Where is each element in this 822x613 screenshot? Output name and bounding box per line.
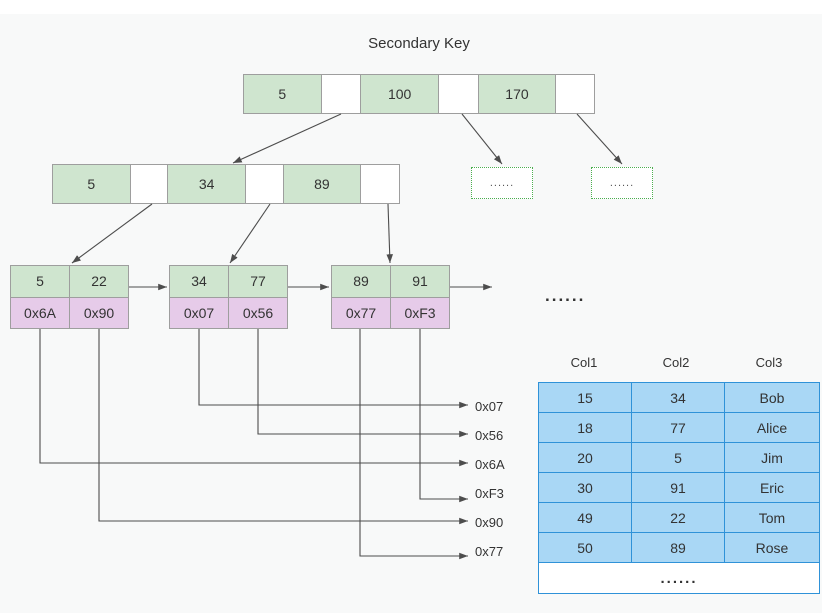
root-cell-pointer-1	[438, 75, 479, 113]
leaf-chain-ellipsis: ......	[545, 286, 586, 305]
address-label-0x07: 0x07	[475, 399, 504, 414]
table-cell-r4-c0: 49	[538, 502, 632, 533]
leaf-2-pointer-0: 0x77	[332, 297, 391, 328]
leaf-2-pointer-1: 0xF3	[391, 297, 449, 328]
table-row: 50 89 Rose	[538, 532, 820, 563]
table-cell-r0-c2: Bob	[724, 382, 820, 413]
table-header-col2: Col2	[662, 355, 690, 370]
leaf-1-pointer-row: 0x07 0x56	[170, 296, 287, 328]
table-more-cell: ......	[538, 562, 820, 594]
table-cell-r3-c1: 91	[631, 472, 725, 503]
internal-cell-pointer-0	[130, 165, 169, 203]
table-cell-r2-c2: Jim	[724, 442, 820, 473]
leaf-0-pointer-0: 0x6A	[11, 297, 70, 328]
table-row: 30 91 Eric	[538, 472, 820, 503]
table-cell-r4-c1: 22	[631, 502, 725, 533]
leaf-1-key-1: 77	[229, 266, 287, 297]
internal-cell-key-1: 34	[168, 165, 246, 203]
btree-root-node: 5 100 170	[243, 74, 595, 114]
btree-leaf-node-1: 34 77 0x07 0x56	[169, 265, 288, 329]
address-label-0xF3: 0xF3	[475, 486, 504, 501]
leaf-0-key-0: 5	[11, 266, 70, 297]
placeholder-subtree-1: ......	[591, 167, 653, 199]
table-cell-r3-c2: Eric	[724, 472, 820, 503]
table-row: 18 77 Alice	[538, 412, 820, 443]
btree-leaf-node-2: 89 91 0x77 0xF3	[331, 265, 450, 329]
table-cell-r4-c2: Tom	[724, 502, 820, 533]
root-cell-key-0: 5	[244, 75, 322, 113]
table-cell-r1-c1: 77	[631, 412, 725, 443]
table-header-col3: Col3	[755, 355, 783, 370]
internal-cell-pointer-2	[361, 165, 399, 203]
leaf-1-key-row: 34 77	[170, 266, 287, 297]
table-cell-r3-c0: 30	[538, 472, 632, 503]
internal-cell-key-0: 5	[53, 165, 131, 203]
table-cell-r1-c2: Alice	[724, 412, 820, 443]
leaf-2-key-0: 89	[332, 266, 391, 297]
table-cell-r5-c0: 50	[538, 532, 632, 563]
leaf-0-pointer-row: 0x6A 0x90	[11, 296, 128, 328]
table-row: 15 34 Bob	[538, 382, 820, 413]
btree-leaf-node-0: 5 22 0x6A 0x90	[10, 265, 129, 329]
table-header-col1: Col1	[570, 355, 598, 370]
leaf-2-pointer-row: 0x77 0xF3	[332, 296, 449, 328]
address-label-0x77: 0x77	[475, 544, 504, 559]
leaf-0-pointer-1: 0x90	[70, 297, 128, 328]
btree-internal-node: 5 34 89	[52, 164, 400, 204]
table-cell-r5-c1: 89	[631, 532, 725, 563]
table-cell-r5-c2: Rose	[724, 532, 820, 563]
internal-cell-key-2: 89	[283, 165, 362, 203]
placeholder-subtree-0: ......	[471, 167, 533, 199]
address-label-0x56: 0x56	[475, 428, 504, 443]
address-label-0x6A: 0x6A	[475, 457, 505, 472]
root-cell-key-2: 170	[478, 75, 557, 113]
table-header-row: Col1 Col2 Col3	[538, 355, 816, 370]
table-row-more: ......	[538, 562, 820, 594]
table-row: 20 5 Jim	[538, 442, 820, 473]
leaf-2-key-1: 91	[391, 266, 449, 297]
internal-cell-pointer-1	[245, 165, 284, 203]
table-cell-r2-c0: 20	[538, 442, 632, 473]
table-cell-r1-c0: 18	[538, 412, 632, 443]
table-cell-r0-c1: 34	[631, 382, 725, 413]
leaf-2-key-row: 89 91	[332, 266, 449, 297]
leaf-1-key-0: 34	[170, 266, 229, 297]
root-cell-key-1: 100	[361, 75, 439, 113]
data-table: 15 34 Bob 18 77 Alice 20 5 Jim 30 91 Eri…	[538, 382, 820, 594]
address-label-0x90: 0x90	[475, 515, 504, 530]
leaf-0-key-1: 22	[70, 266, 128, 297]
leaf-0-key-row: 5 22	[11, 266, 128, 297]
table-cell-r0-c0: 15	[538, 382, 632, 413]
root-cell-pointer-2	[556, 75, 595, 113]
table-cell-r2-c1: 5	[631, 442, 725, 473]
root-cell-pointer-0	[321, 75, 362, 113]
leaf-1-pointer-1: 0x56	[229, 297, 287, 328]
leaf-1-pointer-0: 0x07	[170, 297, 229, 328]
page-title: Secondary Key	[368, 35, 470, 52]
table-row: 49 22 Tom	[538, 502, 820, 533]
